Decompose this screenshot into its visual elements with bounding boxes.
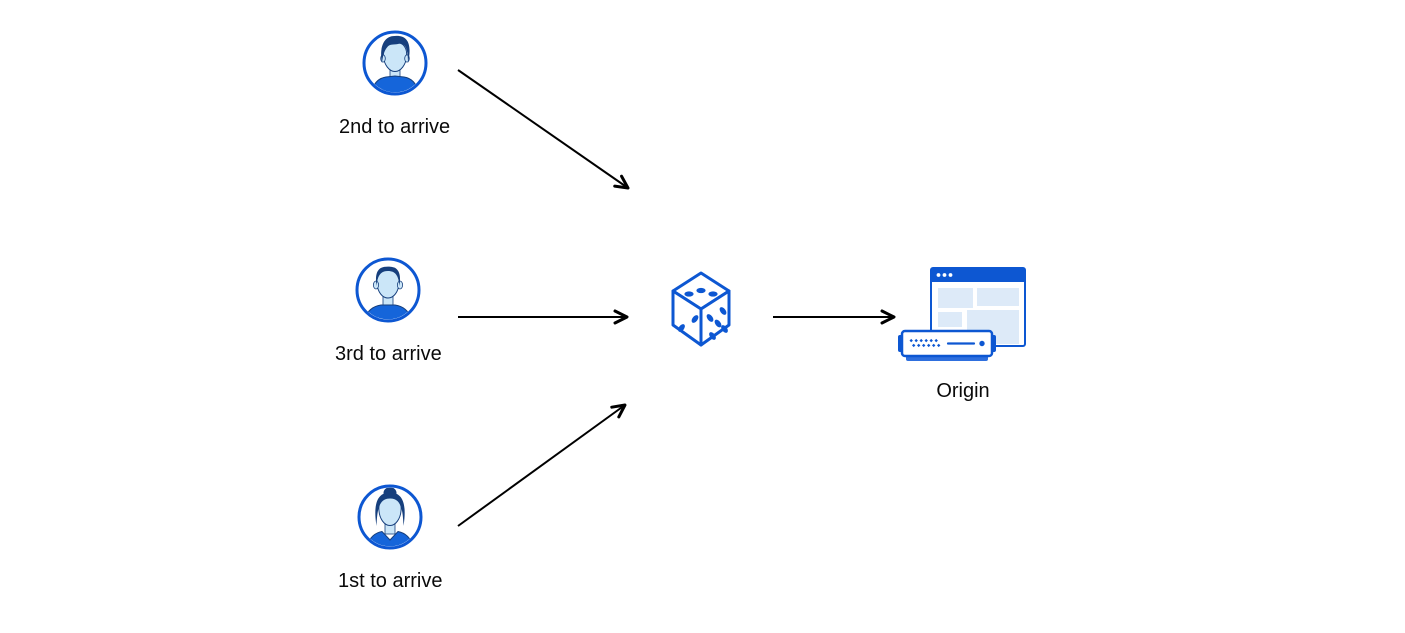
user-label: 2nd to arrive — [339, 116, 451, 138]
dice-icon — [671, 271, 731, 347]
user-avatar-male-short-hair-icon — [355, 257, 421, 323]
origin-label: Origin — [936, 380, 990, 402]
user-avatar-female-icon — [357, 484, 423, 550]
user-label: 1st to arrive — [338, 570, 443, 592]
arrow-2nd-to-dice — [457, 69, 630, 190]
user-node-2nd-to-arrive: 2nd to arrive — [339, 30, 450, 139]
randomizer-node — [671, 267, 731, 347]
user-node-1st-to-arrive: 1st to arrive — [338, 484, 442, 593]
user-avatar-male-swept-hair-icon — [362, 30, 428, 96]
user-label: 3rd to arrive — [335, 343, 442, 365]
origin-node: Origin — [898, 265, 1028, 403]
user-node-3rd-to-arrive: 3rd to arrive — [335, 257, 442, 366]
arrow-1st-to-dice — [457, 403, 627, 527]
origin-server-icon — [898, 267, 1026, 361]
